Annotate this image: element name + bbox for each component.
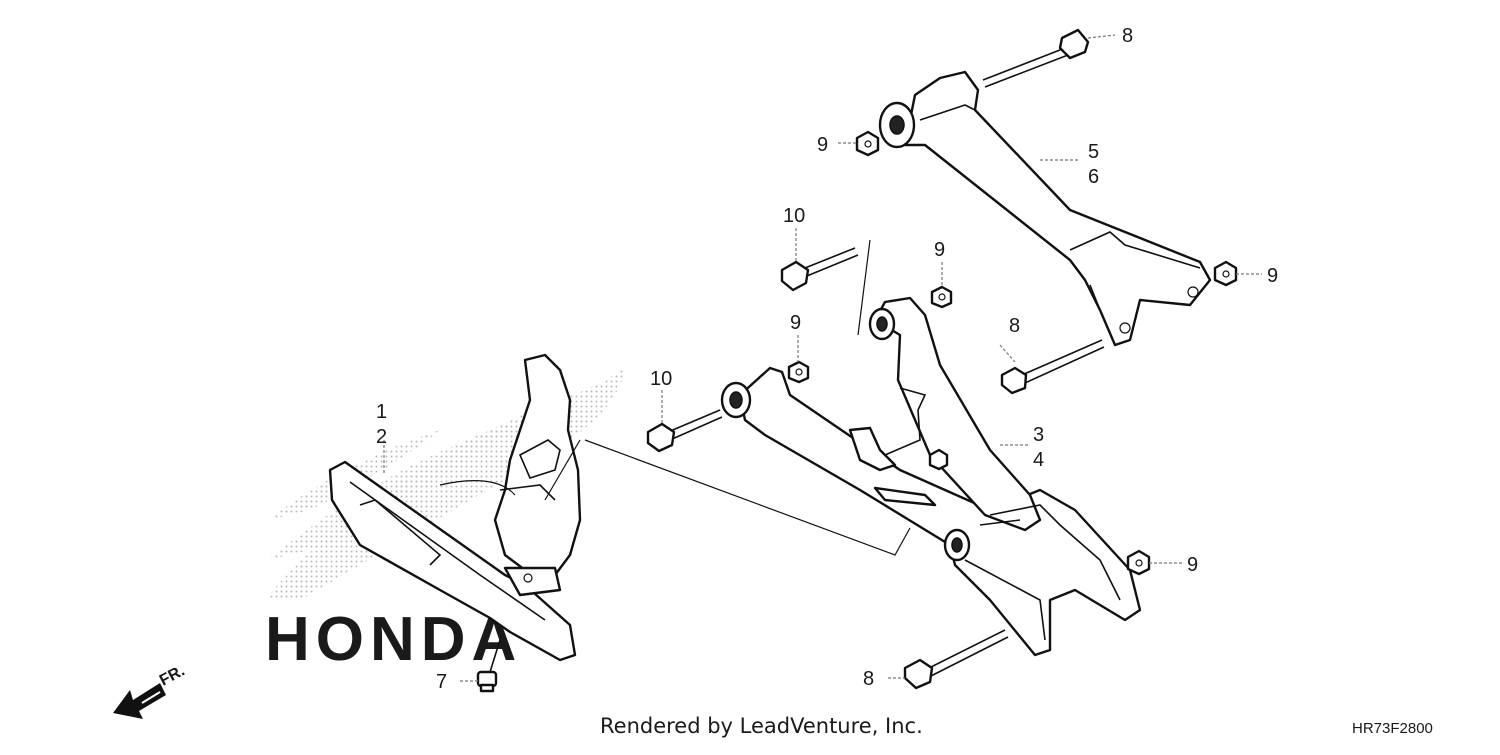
diagram-code: HR73F2800 <box>1352 720 1433 737</box>
callout-8-right: 8 <box>1009 315 1020 337</box>
part-bolt-8-right <box>1000 339 1105 395</box>
part-bolt-10-upper <box>780 247 859 292</box>
callout-9-top: 9 <box>817 134 828 156</box>
part-bolt-7 <box>476 639 501 693</box>
callout-2: 2 <box>376 426 387 448</box>
callout-4: 4 <box>1033 449 1044 471</box>
part-nut-9-bottom <box>1126 549 1151 576</box>
callout-3: 3 <box>1033 424 1044 446</box>
part-nut-9-mid <box>930 285 953 309</box>
leader-lines <box>383 34 1262 682</box>
callout-7: 7 <box>436 671 447 693</box>
part-nut-9-left <box>787 360 810 384</box>
part-nut-inner <box>928 448 949 471</box>
part-nut-9-right <box>1213 260 1238 287</box>
callout-5: 5 <box>1088 141 1099 163</box>
callout-9-right: 9 <box>1267 265 1278 287</box>
front-direction-indicator: FR. <box>113 662 188 719</box>
callout-1: 1 <box>376 401 387 423</box>
part-bracket-guard <box>328 353 582 662</box>
part-upper-link <box>878 70 1212 347</box>
render-credit: Rendered by LeadVenture, Inc. <box>600 714 923 738</box>
callout-10-lower: 10 <box>650 368 672 390</box>
assembly-lines <box>544 239 911 556</box>
callout-8-top: 8 <box>1122 25 1133 47</box>
callout-9-left: 9 <box>790 312 801 334</box>
part-bolt-8-top <box>982 28 1090 88</box>
part-bolt-8-bottom <box>903 629 1009 690</box>
callout-9-bottom: 9 <box>1187 554 1198 576</box>
arrow-down-left-icon <box>113 683 166 719</box>
callout-8-bottom: 8 <box>863 668 874 690</box>
callout-6: 6 <box>1088 166 1099 188</box>
callout-10-upper: 10 <box>783 205 805 227</box>
callout-9-mid: 9 <box>934 239 945 261</box>
callout-labels: 1 2 3 4 5 6 7 8 8 8 9 9 9 9 9 10 10 <box>376 25 1278 693</box>
part-nut-9-top <box>855 130 880 157</box>
honda-watermark-text: HONDA <box>265 605 522 674</box>
front-label: FR. <box>157 662 188 689</box>
part-bolt-10-lower <box>646 409 723 453</box>
